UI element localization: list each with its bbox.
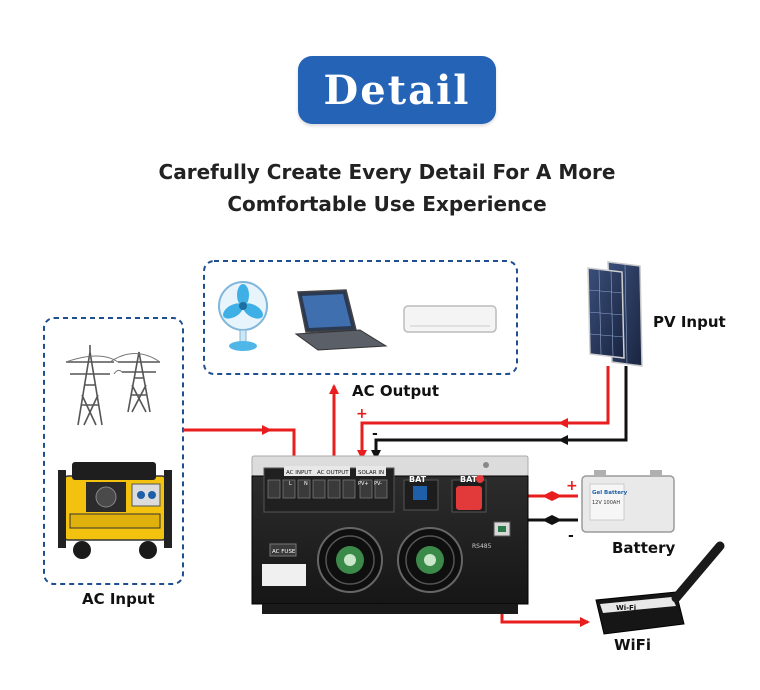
battery-label: Battery xyxy=(612,539,676,557)
bat-minus-label: BAT xyxy=(409,475,427,484)
bat-plus-label: BAT xyxy=(460,475,478,484)
inverter-icon: AC INPUT AC OUTPUT SOLAR IN PV+ PV- L N … xyxy=(251,455,529,614)
subtitle-line-1: Carefully Create Every Detail For A More xyxy=(158,160,616,184)
cooling-fan-left xyxy=(317,527,383,593)
pv-minus-terminal-label: PV- xyxy=(374,481,382,487)
rs485-label: RS485 xyxy=(472,543,492,550)
subtitle: Carefully Create Every Detail For A More… xyxy=(120,156,654,220)
title-badge: Detail xyxy=(298,56,496,124)
pv-plus-sign: + xyxy=(356,406,368,422)
pv-minus-sign: - xyxy=(372,426,378,442)
ac-output-loads-box xyxy=(203,260,518,375)
wifi-label: WiFi xyxy=(614,636,652,654)
pv-input-label: PV Input xyxy=(653,313,726,331)
wifi-brand-label: Wi-Fi xyxy=(616,604,636,612)
ac-output-port-label: AC OUTPUT xyxy=(317,470,349,476)
ac-fuse-label: AC FUSE xyxy=(272,549,296,555)
terminal-l-label: L xyxy=(289,481,292,487)
solar-in-port-label: SOLAR IN xyxy=(358,470,384,476)
laptop-icon xyxy=(294,289,388,351)
page-title: Detail xyxy=(323,66,471,114)
generator-icon xyxy=(58,462,172,559)
ac-input-port-label: AC INPUT xyxy=(286,470,312,476)
power-tower-icon xyxy=(65,345,161,426)
pv-negative-wire xyxy=(371,366,628,462)
subtitle-line-2: Comfortable Use Experience xyxy=(227,192,547,216)
wifi-dongle-icon: Wi-Fi xyxy=(595,541,725,635)
air-conditioner-icon xyxy=(403,305,497,333)
battery-spec-label: 12V 100AH xyxy=(592,500,620,506)
pv-plus-terminal-label: PV+ xyxy=(358,481,369,487)
solar-panel-icon xyxy=(587,261,643,367)
fan-icon xyxy=(218,281,268,351)
battery-minus-sign: - xyxy=(568,528,574,544)
ac-input-wire xyxy=(183,425,296,460)
terminal-n-label: N xyxy=(304,481,308,487)
battery-brand-label: Gel Battery xyxy=(592,490,628,496)
pv-positive-wire xyxy=(357,366,610,462)
ac-input-label: AC Input xyxy=(82,590,155,608)
cooling-fan-right xyxy=(397,527,463,593)
battery-plus-sign: + xyxy=(566,478,578,494)
battery-icon: Gel Battery 12V 100AH xyxy=(581,470,675,533)
ac-output-label: AC Output xyxy=(352,382,440,400)
